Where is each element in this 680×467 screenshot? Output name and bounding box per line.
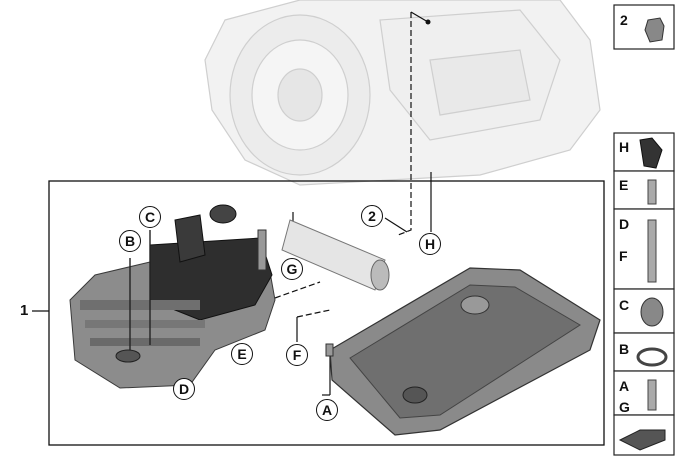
valve-body-assembly (69, 204, 276, 389)
legend-label-2: 2 (620, 12, 628, 28)
legend-label-B: B (619, 341, 630, 357)
callout-B: B (119, 230, 141, 252)
callout-E: E (231, 343, 253, 365)
callout-A: A (316, 399, 338, 421)
legend-label-F: F (619, 248, 628, 264)
legend-panel (613, 4, 675, 456)
part-number-1: 1 (20, 302, 29, 319)
legend-label-H: H (619, 139, 630, 155)
callout-2: 2 (361, 205, 383, 227)
legend-label-E: E (619, 177, 629, 193)
legend-label-D: D (619, 216, 630, 232)
callout-C: C (139, 206, 161, 228)
legend-label-G: G (619, 399, 630, 415)
callout-H: H (419, 233, 441, 255)
callout-D: D (173, 378, 195, 400)
oil-pan (325, 267, 601, 436)
housing-leader-dot (425, 19, 431, 25)
filter-tube (281, 219, 390, 291)
legend-label-A: A (619, 378, 630, 394)
legend-label-C: C (619, 297, 630, 313)
assembly-frame (48, 180, 605, 446)
transmission-housing-ghost (204, 0, 601, 186)
callout-G: G (281, 258, 303, 280)
callout-F: F (286, 344, 308, 366)
